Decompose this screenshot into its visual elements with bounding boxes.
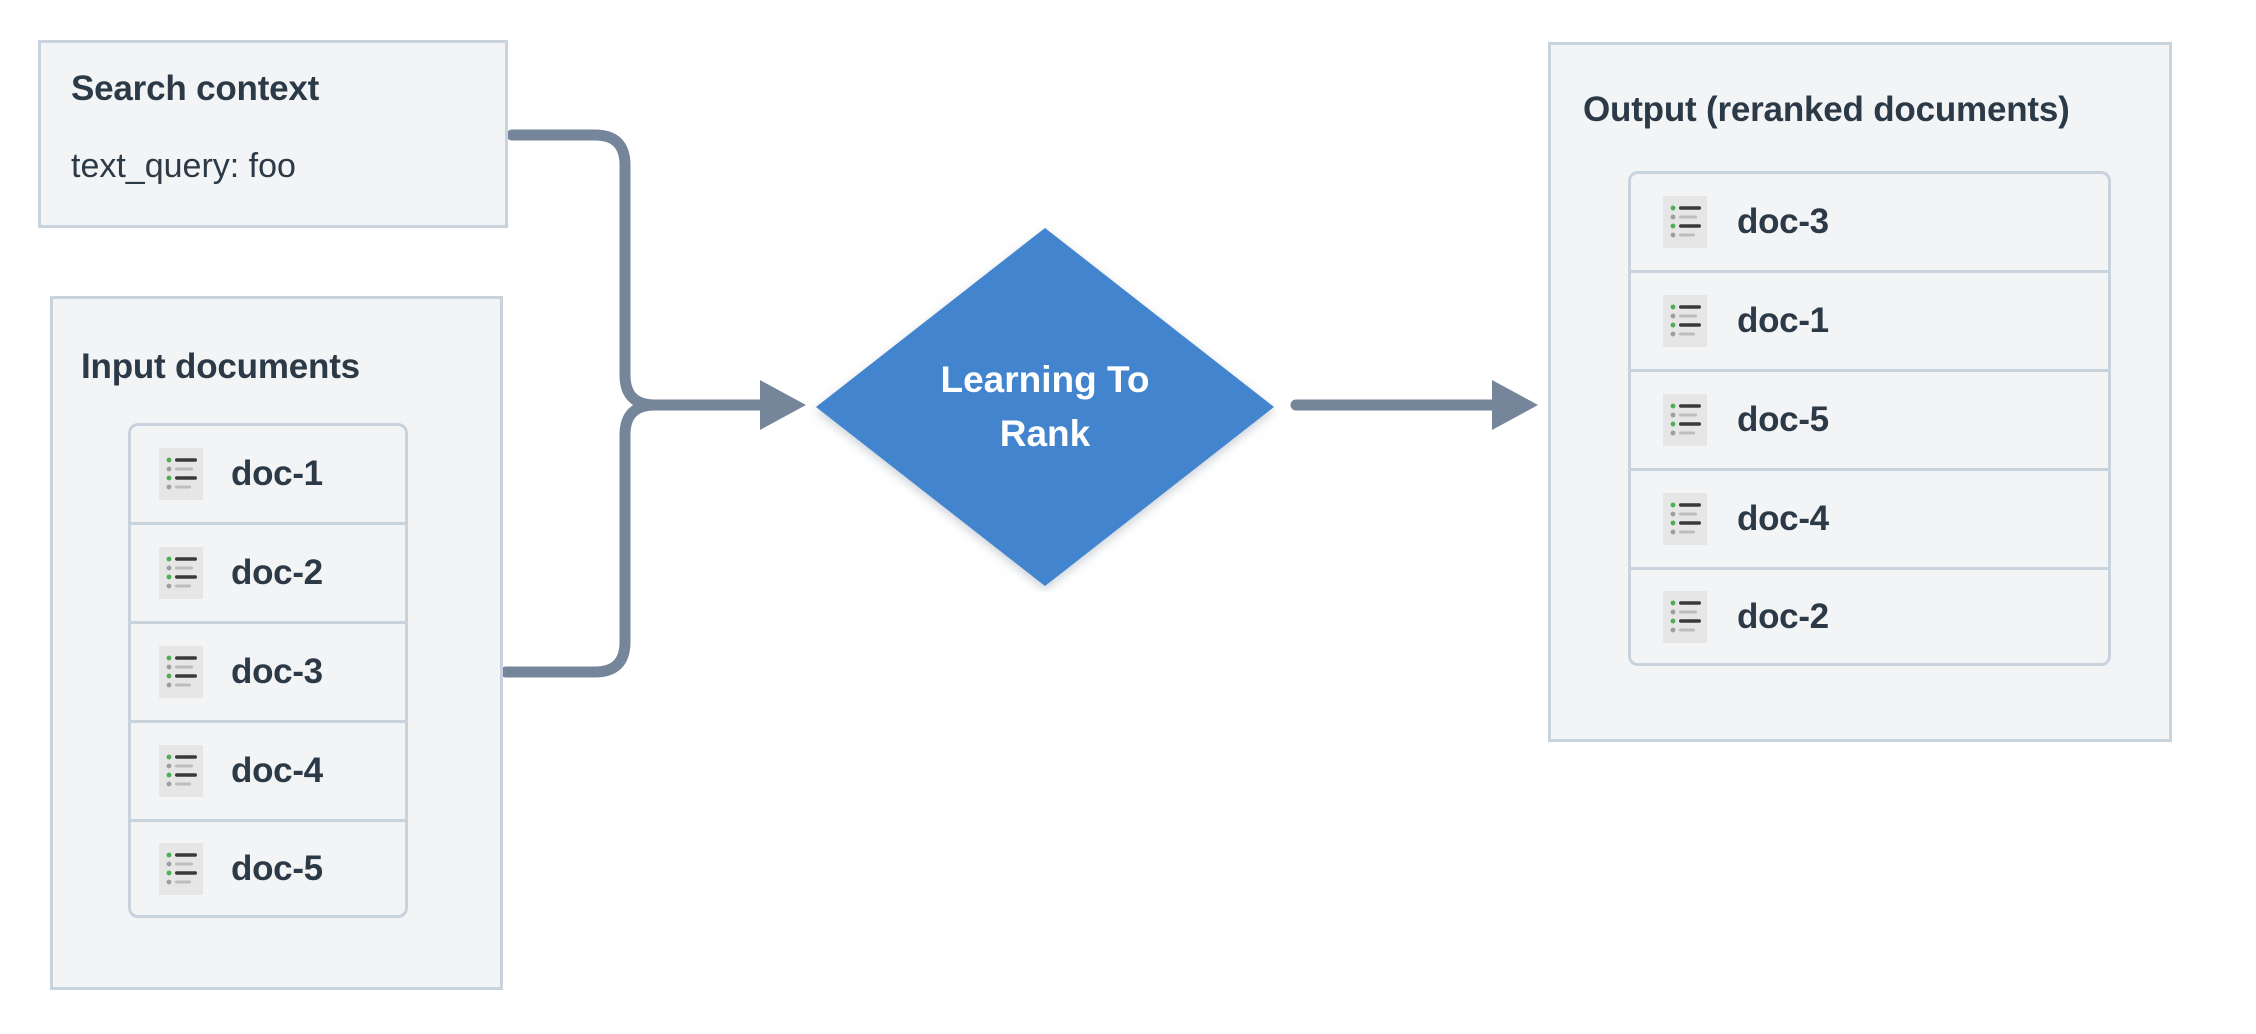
document-row[interactable]: doc-3 xyxy=(1628,171,2111,270)
document-row[interactable]: doc-4 xyxy=(1628,468,2111,567)
document-label: doc-1 xyxy=(1737,301,1829,340)
document-list-icon xyxy=(159,448,203,500)
diamond-shape xyxy=(816,228,1274,586)
document-row[interactable]: doc-3 xyxy=(128,621,408,720)
document-label: doc-4 xyxy=(231,751,323,790)
document-row[interactable]: doc-1 xyxy=(128,423,408,522)
document-label: doc-3 xyxy=(1737,202,1829,241)
document-row[interactable]: doc-2 xyxy=(1628,567,2111,666)
connector-arrowhead-into-ltr xyxy=(760,380,806,430)
output-documents-list: doc-3 doc-1 doc-5 doc-4 doc-2 xyxy=(1628,171,2111,666)
document-label: doc-4 xyxy=(1737,499,1829,538)
document-list-icon xyxy=(159,547,203,599)
document-row[interactable]: doc-4 xyxy=(128,720,408,819)
search-context-query-value: text_query: foo xyxy=(71,147,296,185)
document-list-icon xyxy=(1663,394,1707,446)
document-list-icon xyxy=(159,842,203,895)
connector-input-documents-to-ltr xyxy=(500,399,776,678)
document-list-icon xyxy=(1663,493,1707,545)
document-label: doc-2 xyxy=(1737,596,1829,636)
connector-arrowhead-into-output xyxy=(1492,380,1538,430)
document-row[interactable]: doc-1 xyxy=(1628,270,2111,369)
document-list-icon xyxy=(159,745,203,797)
document-row[interactable]: doc-2 xyxy=(128,522,408,621)
document-list-icon xyxy=(1663,196,1707,248)
document-list-icon xyxy=(1663,295,1707,347)
document-row[interactable]: doc-5 xyxy=(128,819,408,918)
search-context-title: Search context xyxy=(71,69,320,108)
document-row[interactable]: doc-5 xyxy=(1628,369,2111,468)
output-panel-title: Output (reranked documents) xyxy=(1583,90,2070,129)
document-label: doc-1 xyxy=(231,454,323,493)
connector-search-context-to-ltr xyxy=(506,129,776,411)
document-label: doc-5 xyxy=(231,848,323,888)
document-list-icon xyxy=(159,646,203,698)
learning-to-rank-node[interactable]: Learning To Rank xyxy=(810,222,1280,592)
document-list-icon xyxy=(1663,590,1707,643)
document-label: doc-5 xyxy=(1737,400,1829,439)
document-label: doc-3 xyxy=(231,652,323,691)
input-documents-title: Input documents xyxy=(81,347,360,386)
search-context-panel: Search context text_query: foo xyxy=(38,40,508,228)
input-documents-list: doc-1 doc-2 doc-3 doc-4 doc-5 xyxy=(128,423,408,918)
document-label: doc-2 xyxy=(231,553,323,592)
